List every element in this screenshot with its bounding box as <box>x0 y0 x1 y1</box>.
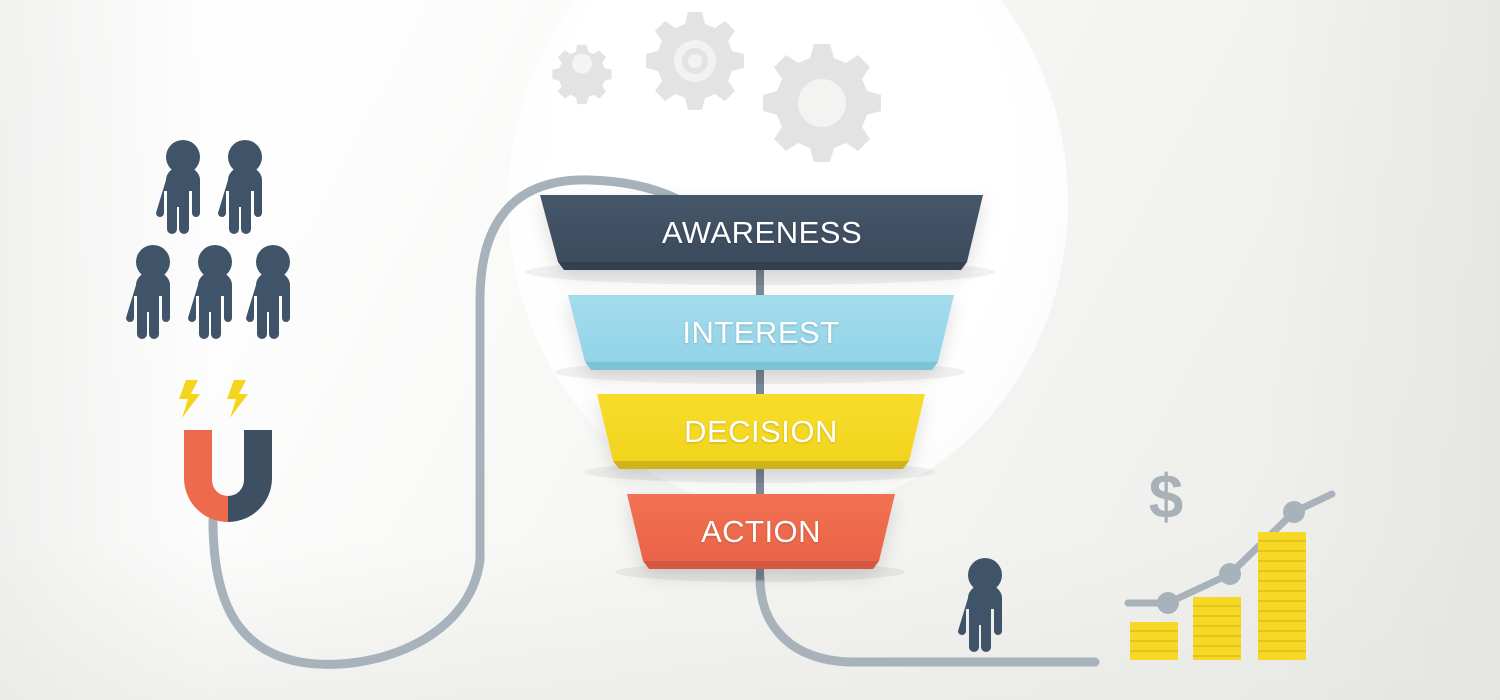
tube-outflow-path <box>755 573 1093 667</box>
trend-marker <box>1283 501 1305 523</box>
trend-marker <box>1157 592 1179 614</box>
magnet-pole-right <box>228 430 272 522</box>
revenue-chart: $ <box>1124 470 1336 660</box>
chart-bar <box>1258 532 1306 660</box>
funnel-segment-decision[interactable] <box>597 394 925 469</box>
magnet-body <box>184 430 272 522</box>
person-icon <box>156 140 200 234</box>
magnet-icon <box>179 380 272 522</box>
gear-large-icon <box>763 44 881 162</box>
gear-medium-icon <box>646 12 744 110</box>
spark-icon <box>227 380 248 418</box>
funnel-segment-action[interactable] <box>627 494 895 569</box>
spark-icon <box>179 380 200 418</box>
trend-marker <box>1219 563 1241 585</box>
magnet-pole-left <box>184 430 228 522</box>
dollar-sign-icon: $ <box>1149 470 1183 532</box>
funnel-segment-awareness[interactable] <box>540 195 983 270</box>
person-icon <box>218 140 262 234</box>
tube-inflow-path <box>208 175 742 669</box>
person-icon <box>246 245 290 339</box>
person-icon <box>958 558 1002 652</box>
gears-group <box>552 12 881 162</box>
funnel-segment-interest[interactable] <box>568 295 954 370</box>
chart-bar <box>1130 622 1178 660</box>
person-icon <box>126 245 170 339</box>
person-icon <box>188 245 232 339</box>
gear-small-icon <box>552 44 612 105</box>
chart-bar <box>1193 597 1241 660</box>
